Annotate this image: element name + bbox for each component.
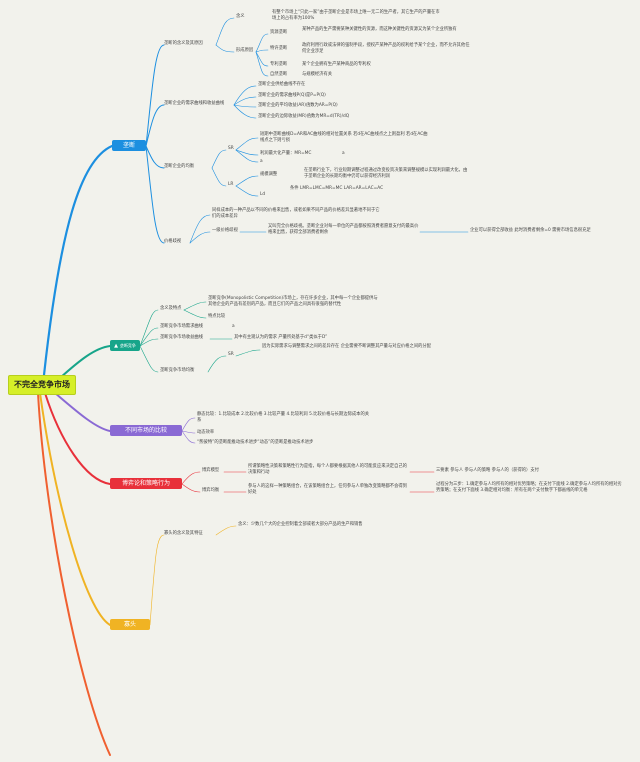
topic-price-discrimination[interactable]: 价格歧视 [164, 239, 182, 244]
curve-item: 垄断企业的平均收益(AR)函数为AR=P(Q) [258, 103, 338, 108]
branch-oligopoly[interactable]: 寡头 [110, 619, 150, 630]
reason-franchise[interactable]: 特许垄断 [270, 46, 288, 51]
eq-short-run-text: 短期中垄断曲线D=AR和AC曲线的相对位置关系 若d在AC曲线点之上则盈利 若d… [260, 132, 428, 143]
mc-revenue-curve[interactable]: 垄断竞争市场收益曲线 [160, 335, 203, 340]
curve-item: 垄断企业的需求曲线P(Q)是P=P(Q) [258, 93, 326, 98]
reason-patent-text: 某个企业拥有生产某种商品的专利权 [302, 62, 371, 67]
eq-lr-condition-text: 条件 LMR=LMC=MR=MC LAR=AR=LAC=AC [290, 186, 384, 191]
mc-revenue-text: 其中有主观认为的需求 产量所处基于d“类似于D” [234, 335, 328, 340]
game-model-text: 所谓策略性决策和策略性行为是指，每个人都要根据其他人的可能反应来决定自己的决策和… [248, 464, 407, 475]
first-degree-text: 又叫完全价格歧视。垄断企业对每一单位的产品都按照消费者愿意支付的最高价格来出售，… [268, 224, 419, 235]
comparison-item: 静态比较：1.比较成本 2.比较价格 3.比较产量 4.比较利润 5.比较价格与… [197, 412, 370, 423]
mc-eq-short-run[interactable]: SR [228, 352, 234, 357]
topic-reasons[interactable]: 形成原因 [236, 48, 254, 53]
mc-features: 特点比较 [208, 314, 226, 319]
mc-demand-note: a [232, 324, 235, 329]
branch-game-theory[interactable]: 博弈论和策略行为 [110, 478, 182, 489]
game-model-label[interactable]: 博弈模型 [202, 468, 220, 473]
reason-franchise-text: 政府利用行政或法律的强制手段，授权产某种产品的权利给予某个企业，而不允许其他任何… [302, 43, 470, 54]
eq-long-run[interactable]: LR [228, 182, 234, 187]
reason-resource-text: 某种产品的生产需要某种关键性的资源，而这种关键性的资源又为某个企业所独有 [302, 27, 457, 32]
reason-resource[interactable]: 资源垄断 [270, 30, 288, 35]
root-topic[interactable]: 不完全竞争市场 [8, 375, 76, 395]
game-model-note: 三要素 参与人 参与人的策略 参与人的（获得的）支付 [436, 468, 539, 473]
eq-profit-max: 利润最大化产量：MR=MC [260, 151, 312, 156]
oligopoly-definition-label[interactable]: 寡头的含义及其特征 [164, 531, 203, 536]
eq-short-run[interactable]: SR [228, 146, 234, 151]
eq-scale-adjust[interactable]: 规模调整 [260, 172, 278, 177]
mc-demand-curve[interactable]: 垄断竞争市场需求曲线 [160, 324, 203, 329]
curve-item: 垄断企业供给曲线不存在 [258, 82, 306, 87]
mc-definition-text: 垄断竞争(Monopolistic Competition)市场上，存在许多企业… [208, 296, 378, 307]
game-equilibrium-text: 参与人的这样一种策略组合，在该策略组合上，任何参与人单独改变策略都不会得到好处 [248, 484, 407, 495]
topic-meaning[interactable]: 含义 [236, 14, 245, 19]
topic-monopoly-definition[interactable]: 垄断的含义及其原因 [164, 41, 203, 46]
chart-icon: ▲ [114, 343, 118, 349]
branch-monopolistic-competition[interactable]: ▲ 垄断竞争 [110, 340, 140, 351]
comparison-item: “熊彼特”的垄断能推动技术进步“动态”的垄断是推动技术进步 [197, 440, 314, 445]
eq-lr-condition-label[interactable]: Ld [260, 192, 266, 197]
first-degree-label[interactable]: 一级价格歧视 [212, 228, 238, 233]
price-discrimination-desc: 同样成本的一种产品以不同的价格来出售，或者如果不同产品的价格差异显著地不同于它们… [212, 208, 380, 219]
eq-scale-adjust-text: 在垄断行业下，行业短期调整过程通过改变投资决策来调整规模以实现利润最大化，由于垄… [304, 168, 468, 179]
topic-demand-revenue-curves[interactable]: 垄断企业的需求曲线和收益曲线 [164, 101, 225, 106]
eq-extra: a [260, 159, 263, 164]
topic-monopoly-equilibrium[interactable]: 垄断企业的均衡 [164, 164, 195, 169]
reason-patent[interactable]: 专利垄断 [270, 62, 288, 67]
first-degree-note: 企业可以获得全部收益 此时消费者剩余=0 需要市场信息很充足 [470, 228, 591, 233]
branch-market-comparison[interactable]: 不同市场的比较 [110, 425, 182, 436]
mc-definition-label[interactable]: 含义及特点 [160, 306, 182, 311]
reason-natural[interactable]: 自然垄断 [270, 72, 288, 77]
branch-monopoly[interactable]: 垄断 [112, 140, 146, 151]
mc-eq-short-run-text: 因为实际需求与调整需求之间的差异存在 企业需要不断调整其产量与对应价格之间的分配 [262, 344, 431, 349]
curve-item: 垄断企业的边际收益(MR)函数为MR=d(TR)/dQ [258, 114, 350, 119]
mc-equilibrium[interactable]: 垄断竞争市场均衡 [160, 368, 195, 373]
eq-profit-note: a [342, 151, 345, 156]
comparison-item: 动态效率 [197, 430, 215, 435]
game-equilibrium-note: 过程分为三步：1.确定参与人均所有的相对优势策略；在支付下面线 2.确定参与人均… [436, 482, 622, 493]
branch-label: 垄断竞争 [119, 343, 136, 348]
meaning-text: 有整个市场上“只此一家”由于垄断企业是市场上唯一无二的生产者，其它生产的产量在市… [272, 10, 440, 21]
oligopoly-definition-text: 含义：少数几个大的企业控制着全部或者大部分产品的生产和销售 [238, 522, 363, 527]
reason-natural-text: 与规模经济有关 [302, 72, 333, 77]
game-equilibrium-label[interactable]: 博弈均衡 [202, 488, 220, 493]
